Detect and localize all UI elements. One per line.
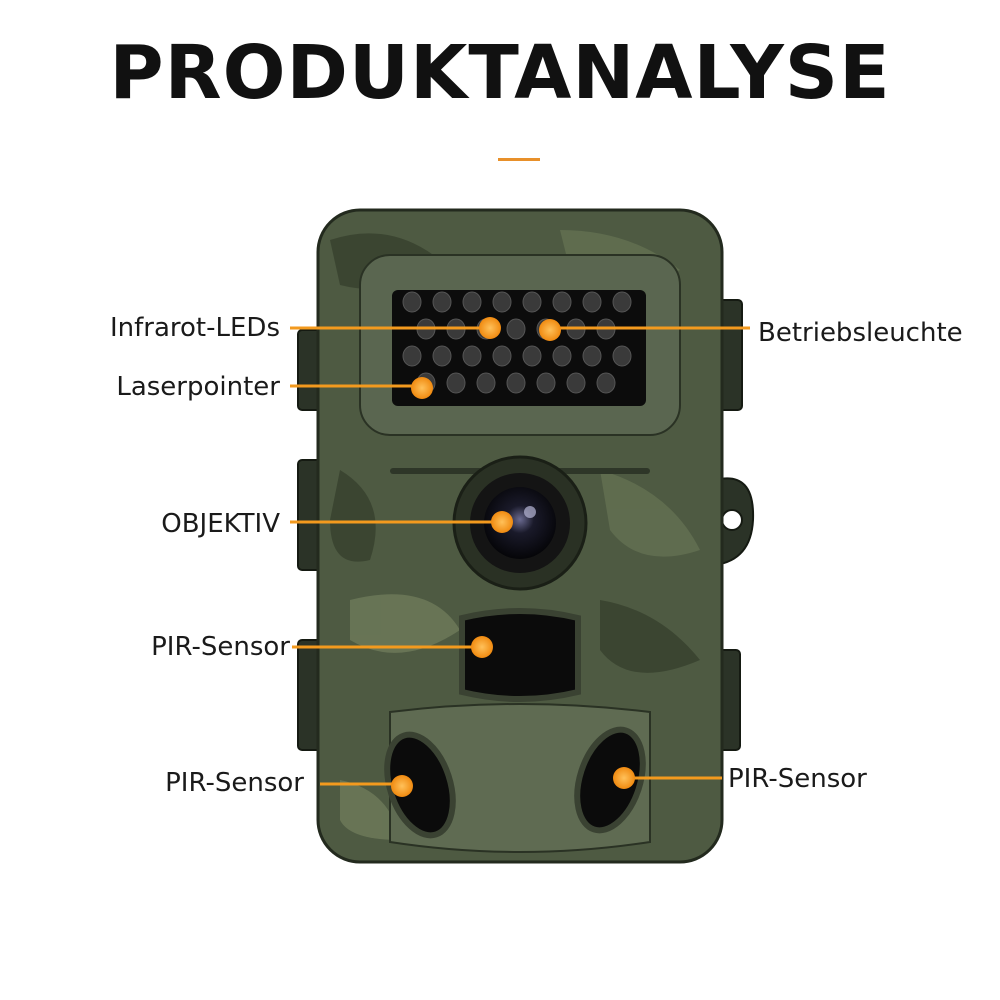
pir-sensor-right — [574, 726, 646, 834]
infrared-led — [552, 345, 572, 367]
title-underline — [498, 158, 540, 161]
infrared-led — [506, 318, 526, 340]
pir-right-dot — [613, 767, 635, 789]
infrared-led — [596, 372, 616, 394]
infrared-led — [432, 291, 452, 313]
callout-dots — [391, 317, 635, 797]
infrared-led — [446, 372, 466, 394]
infrared-led — [566, 372, 586, 394]
lens-dot — [491, 511, 513, 533]
infrared-led — [582, 291, 602, 313]
pir-center-dot — [471, 636, 493, 658]
infrared-led — [462, 291, 482, 313]
label-operating-light: Betriebsleuchte — [758, 318, 963, 348]
label-pir-left: PIR-Sensor — [165, 768, 304, 798]
laser-pointer-dot — [411, 377, 433, 399]
label-pir-right: PIR-Sensor — [728, 764, 867, 794]
infrared-led — [582, 345, 602, 367]
operating-light-dot — [539, 319, 561, 341]
infrared-led — [612, 291, 632, 313]
pir-left-dot — [391, 775, 413, 797]
lens — [484, 487, 556, 559]
infrared-led — [402, 291, 422, 313]
label-pir-center: PIR-Sensor — [151, 632, 290, 662]
infrared-led — [402, 345, 422, 367]
infrared-led — [492, 345, 512, 367]
infrared-led — [612, 345, 632, 367]
infrared-led — [552, 291, 572, 313]
infrared-led — [522, 291, 542, 313]
infrared-led — [536, 372, 556, 394]
page-title: PRODUKTANALYSE — [109, 30, 891, 116]
infrared-led — [506, 372, 526, 394]
infrared-led — [462, 345, 482, 367]
infrared-led — [492, 291, 512, 313]
infrared-leds-dot — [479, 317, 501, 339]
infrared-led — [432, 345, 452, 367]
pir-sensor-center — [459, 608, 581, 702]
label-laser-pointer: Laserpointer — [116, 372, 280, 402]
pir-sensor-left — [384, 731, 456, 839]
label-lens: OBJEKTIV — [161, 509, 280, 539]
infrared-led — [522, 345, 542, 367]
callout-lines — [290, 326, 750, 786]
infrared-led — [476, 372, 496, 394]
label-infrared-leds: Infrarot-LEDs — [109, 313, 280, 343]
